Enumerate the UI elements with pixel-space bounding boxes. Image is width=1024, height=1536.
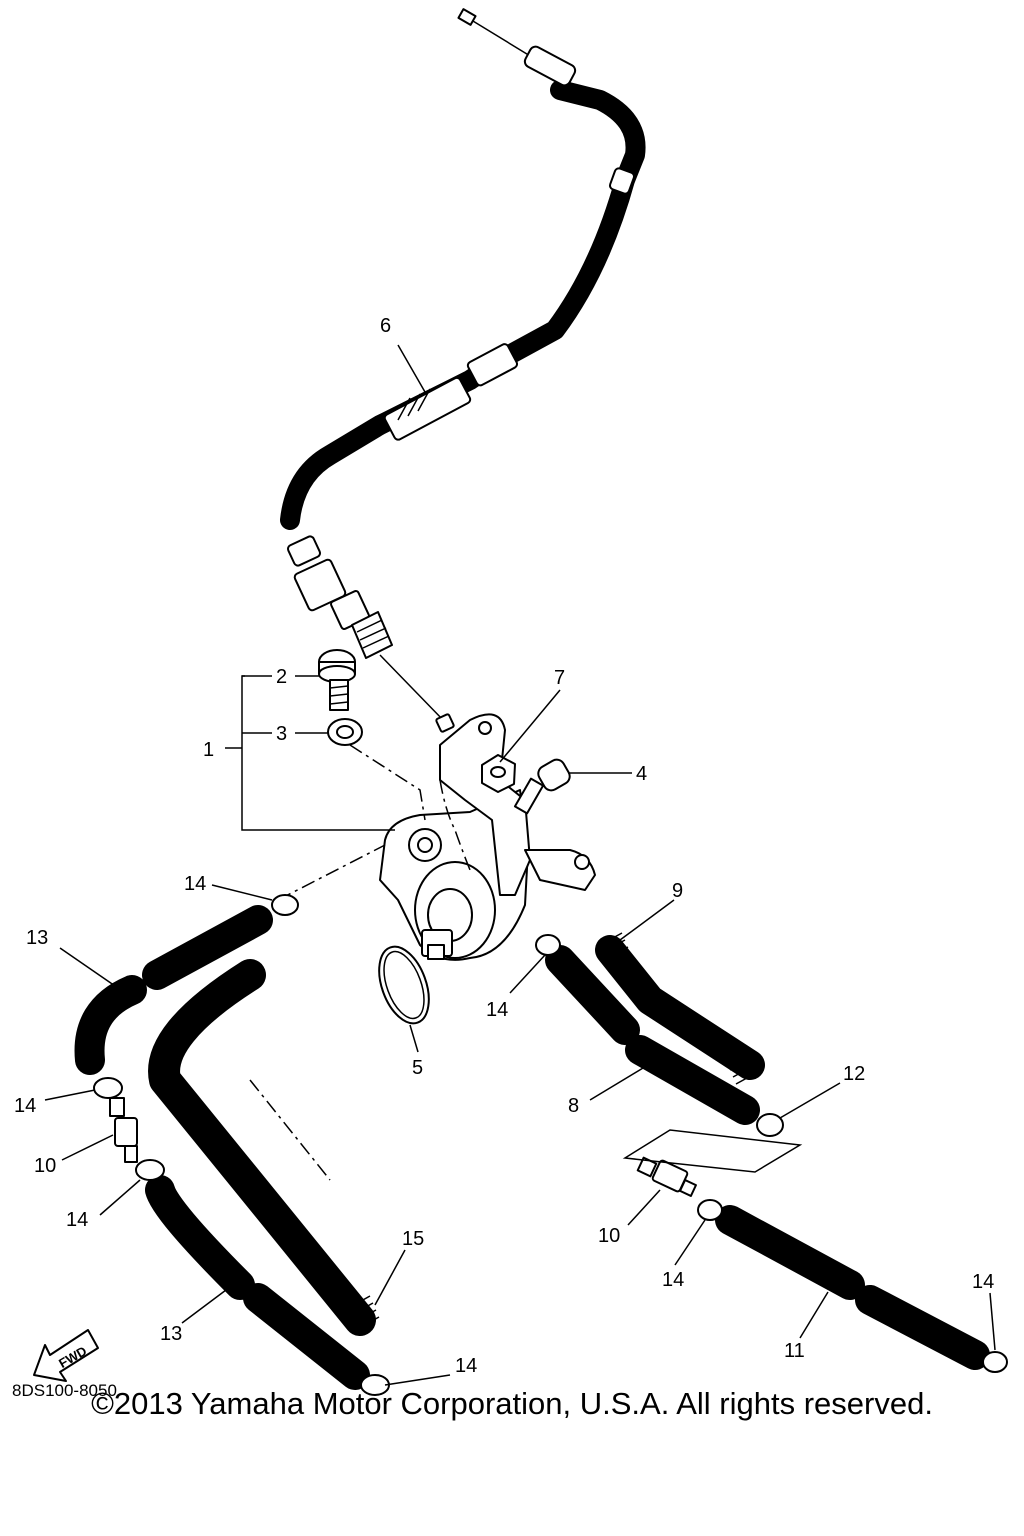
callout-14-g: 14: [455, 1355, 477, 1377]
bolt-2: [318, 649, 356, 711]
callout-14-a: 14: [184, 873, 206, 895]
bolt-4: [513, 758, 571, 815]
callout-4: 4: [636, 763, 647, 785]
callout-7: 7: [554, 667, 565, 689]
callout-1: 1: [203, 739, 214, 761]
callout-14-c: 14: [66, 1209, 88, 1231]
callout-10-right: 10: [598, 1225, 620, 1247]
hoses: [74, 844, 990, 1390]
copyright-notice: ©2013 Yamaha Motor Corporation, U.S.A. A…: [91, 1386, 933, 1421]
callout-13-lower: 13: [160, 1323, 182, 1345]
callout-14-b: 14: [14, 1095, 36, 1117]
callout-11: 11: [784, 1340, 805, 1362]
check-valves: [109, 1097, 697, 1197]
clamps: [93, 894, 1008, 1396]
callout-6: 6: [380, 315, 391, 337]
callout-2: 2: [276, 666, 287, 688]
callout-12: 12: [843, 1063, 865, 1085]
callout-3: 3: [276, 723, 287, 745]
callout-9: 9: [672, 880, 683, 902]
callout-10-left: 10: [34, 1155, 56, 1177]
callout-14-f: 14: [972, 1271, 994, 1293]
reference-code: 8DS100-8050: [12, 1381, 117, 1400]
callout-8: 8: [568, 1095, 579, 1117]
callout-13-upper: 13: [26, 927, 48, 949]
cable-6: [280, 8, 646, 733]
callout-14-e: 14: [662, 1269, 684, 1291]
callout-14-d: 14: [486, 999, 508, 1021]
oil-pump: [379, 713, 596, 961]
fwd-arrow: FWD: [33, 1329, 99, 1382]
callout-labels: 1 2 3 4 5 6 7 8 9 10 10 11 12 13 13 14 1…: [14, 315, 994, 1377]
leader-lines: [44, 344, 996, 1386]
o-ring-5: [378, 945, 430, 1025]
callout-15: 15: [402, 1228, 424, 1250]
callout-5: 5: [412, 1057, 423, 1079]
